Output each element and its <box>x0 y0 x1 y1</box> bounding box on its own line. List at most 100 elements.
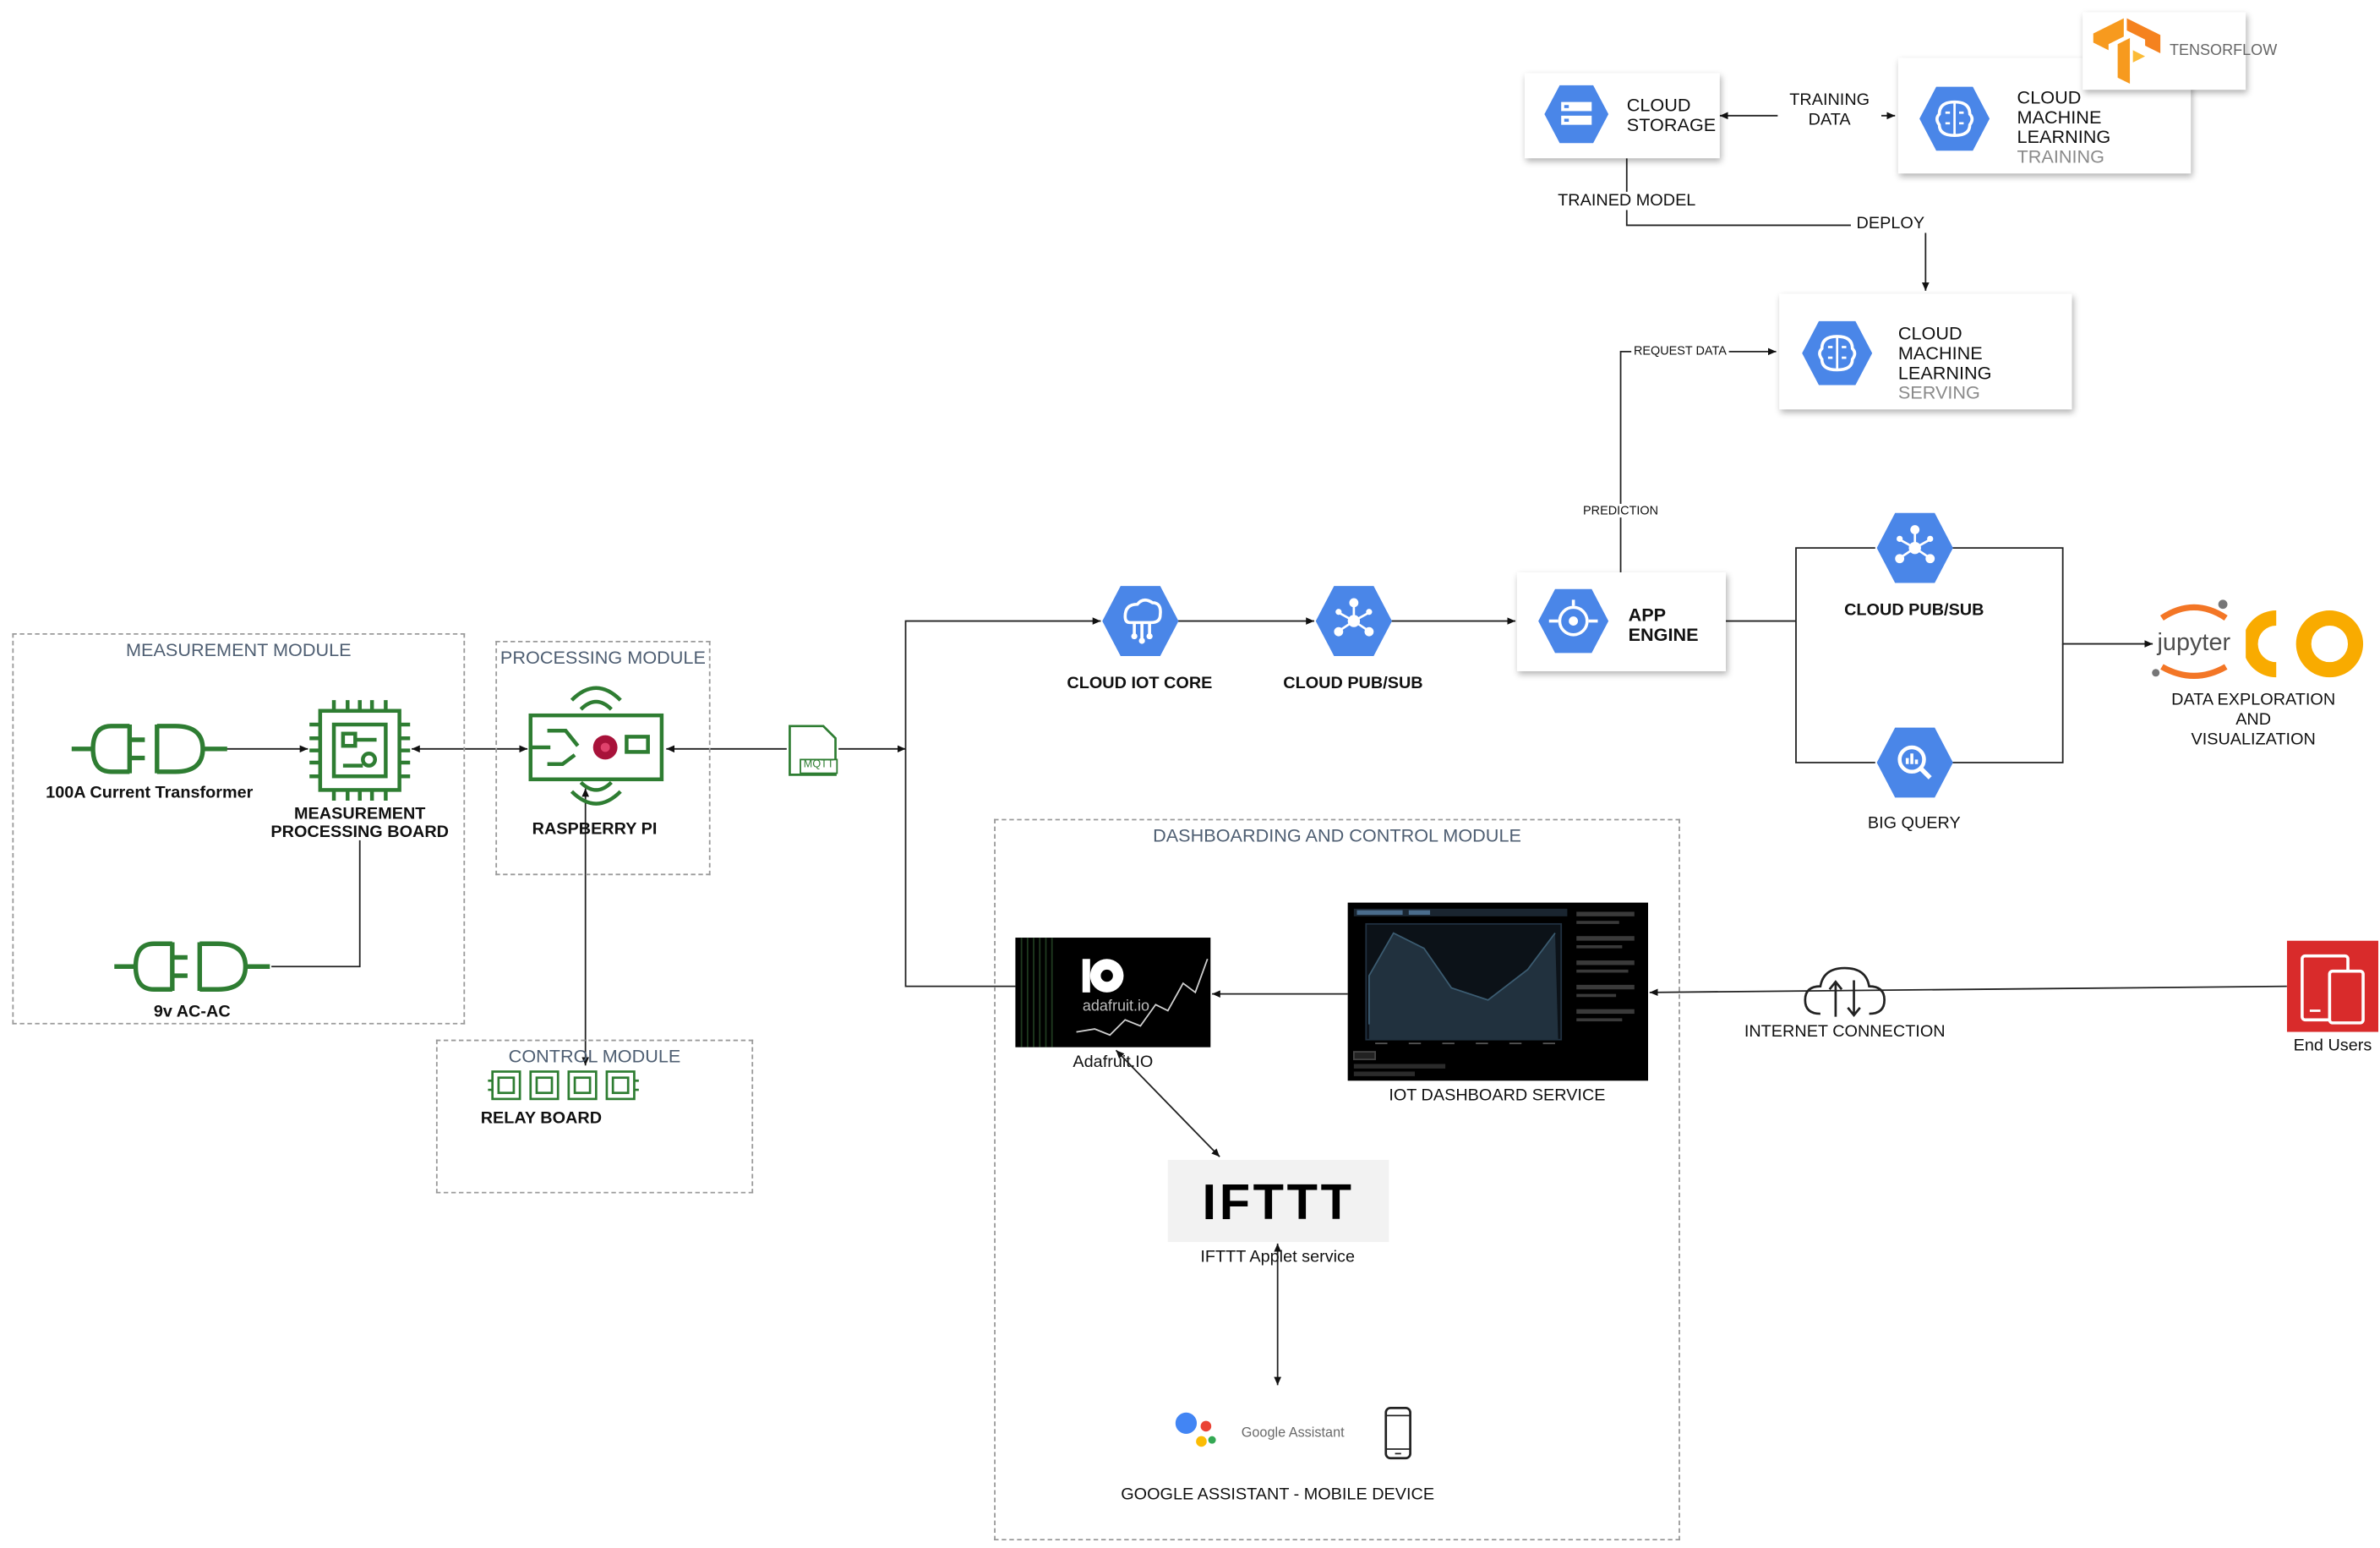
adafruit-io-graphic: adafruit.io <box>1020 938 1209 1047</box>
processing-module: PROCESSING MODULE <box>495 640 711 876</box>
current-transformer-label: 100A Current Transformer <box>46 784 254 802</box>
control-module-title: CONTROL MODULE <box>508 1045 681 1068</box>
google-assistant-icon <box>1175 1412 1216 1447</box>
edge-split-to-adafruit <box>904 748 1016 987</box>
measurement-module: MEASUREMENT MODULE <box>12 632 466 1025</box>
ml-serving-label-line1: CLOUD <box>1897 322 1962 344</box>
data-exploration-label-line2: AND <box>2235 710 2272 730</box>
edge-branch-to-bigquery <box>1795 621 1875 763</box>
request-data-label: REQUEST DATA <box>1631 343 1729 358</box>
tensorflow-label: TENSORFLOW <box>2169 42 2278 60</box>
google-assistant-logo-text: Google Assistant <box>1241 1425 1345 1441</box>
relay-board-label: RELAY BOARD <box>480 1109 603 1129</box>
ml-serving-label-line3: SERVING <box>1897 381 1980 404</box>
cloud-storage-label-line2: STORAGE <box>1626 114 1717 136</box>
edge-branch-to-pubsub2 <box>1795 547 1875 621</box>
jupyter-logo-icon: jupyter <box>2152 599 2231 679</box>
ml-training-label-line2: MACHINE LEARNING <box>2017 107 2111 148</box>
data-exploration-label-line1: DATA EXPLORATION <box>2171 691 2336 709</box>
plug-icon <box>71 724 227 774</box>
end-users-devices-icon <box>2286 940 2379 1032</box>
adafruit-io-label: Adafruit.IO <box>1073 1053 1154 1072</box>
mqtt-icon <box>789 725 838 776</box>
ifttt-logo-tile[interactable]: IFTTT <box>1167 1159 1389 1243</box>
edge-bigquery-to-jupyter <box>1951 643 2064 763</box>
cloud-iot-core-label: CLOUD IOT CORE <box>1067 674 1213 693</box>
trained-model-label: TRAINED MODEL <box>1542 191 1711 211</box>
cloud-storage-label: CLOUD STORAGE <box>1627 96 1716 135</box>
measurement-module-title: MEASUREMENT MODULE <box>125 639 352 661</box>
training-data-label-line1: TRAINING <box>1789 91 1870 110</box>
google-assistant-mobile-label: GOOGLE ASSISTANT - MOBILE DEVICE <box>1121 1485 1435 1504</box>
iot-dashboard-graphic <box>1352 908 1635 1076</box>
internet-connection-label: INTERNET CONNECTION <box>1744 1022 1946 1042</box>
training-data-label: TRAINING DATA <box>1777 91 1882 131</box>
measurement-board-icon <box>309 700 411 801</box>
cloud-iot-core-icon <box>1102 586 1179 656</box>
adafruit-io-wordmark: adafruit.io <box>1083 997 1149 1014</box>
edge-split-to-iotcore <box>904 617 1101 749</box>
mobile-phone-icon <box>1384 1407 1411 1460</box>
big-query-icon <box>1876 727 1953 798</box>
colab-logo-icon <box>2246 610 2364 678</box>
data-exploration-label: DATA EXPLORATION AND VISUALIZATION <box>2162 691 2345 750</box>
relay-board-icon <box>488 1070 639 1101</box>
tensorflow-card[interactable]: TENSORFLOW <box>2082 12 2277 90</box>
app-engine-card[interactable]: APP ENGINE <box>1516 572 1727 671</box>
big-query-label: BIG QUERY <box>1867 814 1961 833</box>
deploy-label: DEPLOY <box>1850 214 1930 233</box>
ac-ac-label: 9v AC-AC <box>153 1003 231 1022</box>
training-data-label-line2: DATA <box>1808 111 1851 130</box>
cloud-pubsub-2-label: CLOUD PUB/SUB <box>1844 601 1984 620</box>
app-engine-icon <box>1538 588 1609 654</box>
adafruit-io-thumbnail[interactable]: adafruit.io <box>1015 938 1211 1047</box>
control-module: CONTROL MODULE <box>435 1039 754 1194</box>
ml-training-card[interactable]: CLOUD MACHINE LEARNING TRAINING <box>1897 57 2192 174</box>
ml-brain-icon <box>1802 320 1873 386</box>
measurement-board-label-line1: MEASUREMENT <box>293 805 426 824</box>
end-users-label: End Users <box>2293 1037 2372 1055</box>
measurement-board-label-line2: PROCESSING BOARD <box>270 823 450 842</box>
ml-serving-card[interactable]: CLOUD MACHINE LEARNING SERVING <box>1779 293 2072 410</box>
ml-serving-label: CLOUD MACHINE LEARNING SERVING <box>1898 324 2072 403</box>
app-engine-label: APP ENGINE <box>1628 604 1699 646</box>
app-engine-label-line1: APP <box>1628 604 1667 626</box>
cloud-pubsub-icon <box>1876 512 1953 583</box>
edge-storage-to-serving <box>1625 158 1930 291</box>
edge-pubsub2-to-jupyter <box>1951 547 2153 648</box>
dashboarding-module: DASHBOARDING AND CONTROL MODULE <box>994 818 1680 1541</box>
ml-training-label: CLOUD MACHINE LEARNING TRAINING <box>2017 88 2192 167</box>
ifttt-service-label: IFTTT Applet service <box>1200 1248 1356 1266</box>
raspberry-pi-label: RASPBERRY PI <box>532 820 658 840</box>
edge-adafruit-ifttt <box>1115 1049 1220 1157</box>
iot-dashboard-label: IOT DASHBOARD SERVICE <box>1389 1086 1606 1106</box>
ml-training-label-line1: CLOUD <box>2017 86 2082 108</box>
jupyter-wordmark: jupyter <box>2157 629 2231 656</box>
prediction-label: PREDICTION <box>1576 503 1665 518</box>
cloud-sync-icon <box>1804 966 1886 1018</box>
edge-appengine-to-serving <box>1619 347 1777 572</box>
raspberry-pi-icon <box>528 686 664 806</box>
dashboarding-module-title: DASHBOARDING AND CONTROL MODULE <box>1153 824 1521 847</box>
ml-training-label-line3: TRAINING <box>2017 145 2105 168</box>
ml-serving-label-line2: MACHINE LEARNING <box>1897 342 1992 384</box>
data-exploration-label-line3: VISUALIZATION <box>2191 730 2316 749</box>
cloud-storage-card[interactable]: CLOUD STORAGE <box>1524 73 1720 159</box>
edge-users-dashboard <box>1649 985 2287 997</box>
app-engine-label-line2: ENGINE <box>1628 624 1699 646</box>
plug-icon <box>114 941 270 992</box>
ml-brain-icon <box>1919 86 1990 151</box>
iot-dashboard-thumbnail[interactable] <box>1347 902 1649 1081</box>
mqtt-label: MQTT <box>803 759 834 771</box>
processing-module-title: PROCESSING MODULE <box>499 647 706 669</box>
cloud-pubsub-label: CLOUD PUB/SUB <box>1283 674 1423 693</box>
edge-acac-to-board <box>271 840 361 968</box>
cloud-storage-icon <box>1544 85 1609 144</box>
tensorflow-logo-icon <box>2093 18 2161 85</box>
cloud-pubsub-icon <box>1315 586 1392 656</box>
cloud-storage-label-line1: CLOUD <box>1626 94 1691 116</box>
ifttt-logo: IFTTT <box>1202 1173 1355 1230</box>
measurement-board-label: MEASUREMENT PROCESSING BOARD <box>253 805 467 841</box>
